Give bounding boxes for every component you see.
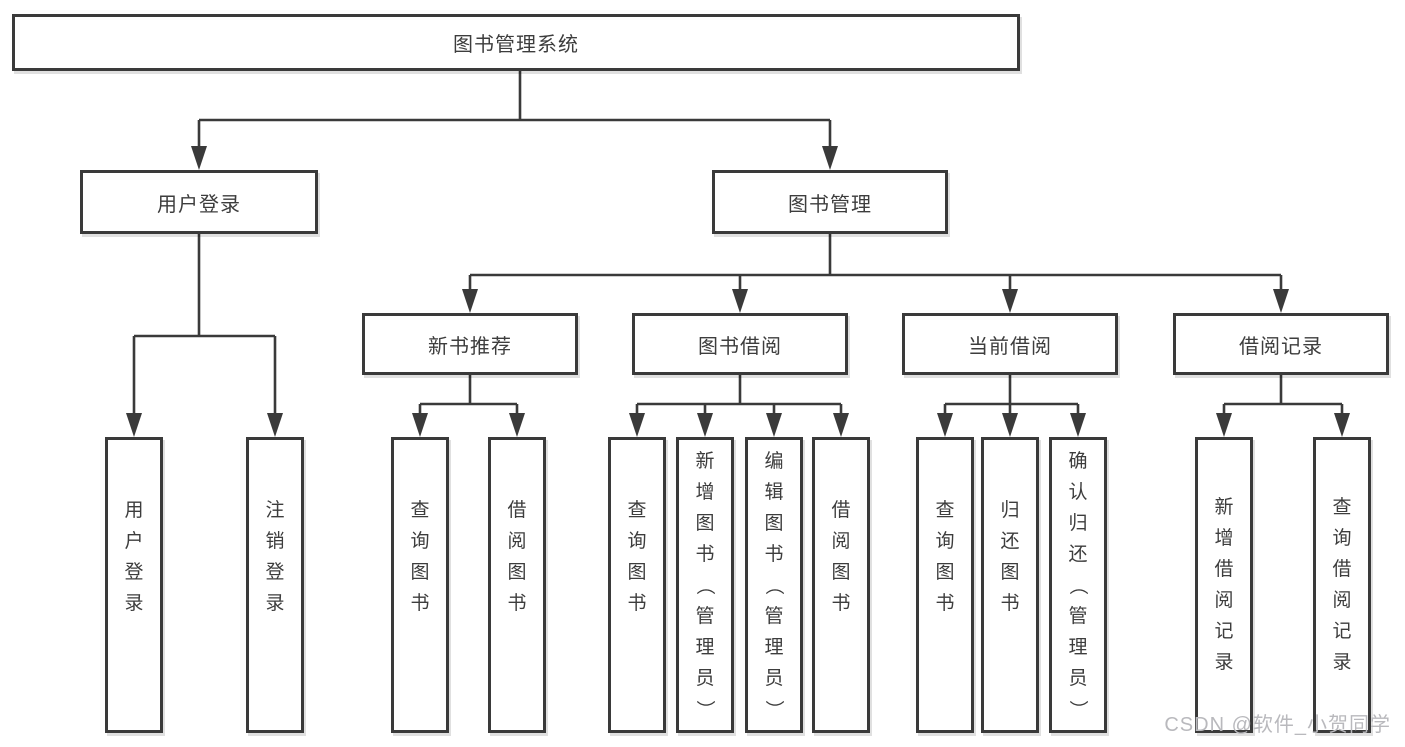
leaf-add-borrow-record: 新增借阅记录 <box>1195 437 1253 733</box>
node-user-login: 用户登录 <box>80 170 318 234</box>
leaf-query-books-borrowing: 查询图书 <box>608 437 666 733</box>
node-label: 新增借阅记录 <box>1214 497 1234 673</box>
node-book-borrowing: 图书借阅 <box>632 313 848 375</box>
node-label: 注销登录 <box>265 500 285 614</box>
node-label: 当前借阅 <box>968 335 1052 358</box>
node-label: 查询图书 <box>410 500 430 614</box>
node-label: 借阅图书 <box>831 500 851 614</box>
node-label: 新书推荐 <box>428 335 512 358</box>
node-label: 图书借阅 <box>698 335 782 358</box>
leaf-borrow-books-recommend: 借阅图书 <box>488 437 546 733</box>
node-library-management-system: 图书管理系统 <box>12 14 1020 71</box>
node-label: 用户登录 <box>157 193 241 216</box>
node-current-borrowing: 当前借阅 <box>902 313 1118 375</box>
leaf-add-books-admin: 新增图书（管理员） <box>676 437 734 733</box>
node-label: 查询图书 <box>627 500 647 614</box>
node-label: 编辑图书（管理员） <box>763 450 785 719</box>
node-label: 查询图书 <box>935 500 955 614</box>
node-book-management: 图书管理 <box>712 170 948 234</box>
node-label: 查询借阅记录 <box>1332 497 1352 673</box>
node-label: 图书管理系统 <box>453 34 579 56</box>
node-label: 借阅图书 <box>507 500 527 614</box>
node-label: 确认归还（管理员） <box>1067 450 1089 719</box>
leaf-query-books-recommend: 查询图书 <box>391 437 449 733</box>
node-label: 归还图书 <box>1000 500 1020 614</box>
node-borrowing-records: 借阅记录 <box>1173 313 1389 375</box>
leaf-user-login: 用户登录 <box>105 437 163 733</box>
leaf-borrow-books: 借阅图书 <box>812 437 870 733</box>
leaf-confirm-return-admin: 确认归还（管理员） <box>1049 437 1107 733</box>
node-label: 用户登录 <box>124 500 144 614</box>
csdn-watermark: CSDN @软件_小贺同学 <box>1164 714 1391 736</box>
node-label: 图书管理 <box>788 193 872 216</box>
leaf-query-books-current: 查询图书 <box>916 437 974 733</box>
leaf-edit-books-admin: 编辑图书（管理员） <box>745 437 803 733</box>
node-label: 借阅记录 <box>1239 335 1323 358</box>
node-label: 新增图书（管理员） <box>694 450 716 719</box>
node-new-book-recommend: 新书推荐 <box>362 313 578 375</box>
leaf-logout: 注销登录 <box>246 437 304 733</box>
leaf-return-books: 归还图书 <box>981 437 1039 733</box>
leaf-query-borrow-record: 查询借阅记录 <box>1313 437 1371 733</box>
